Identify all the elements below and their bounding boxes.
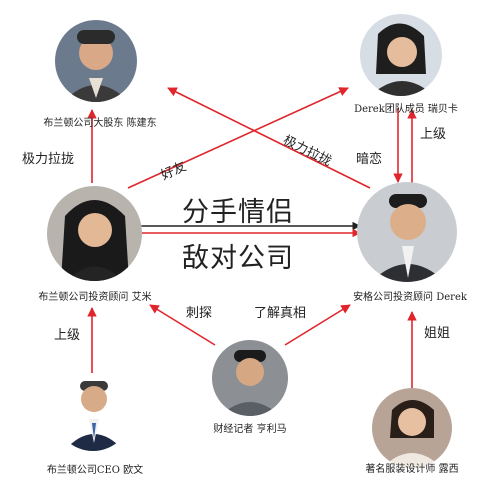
luxi-avatar <box>372 388 452 468</box>
derek-caption: 安格公司投资顾问 Derek <box>353 292 467 303</box>
ouwen-caption: 布兰顿公司CEO 欧文 <box>46 465 144 476</box>
heng-caption: 财经记者 亨利马 <box>213 424 287 435</box>
derek-avatar <box>357 182 457 282</box>
label-center-bottom: 敌对公司 <box>182 243 294 274</box>
chen-avatar <box>55 20 137 102</box>
label-center-top: 分手情侣 <box>182 197 294 228</box>
label-right-mid: 暗恋 <box>356 152 383 167</box>
label-sister: 姐姐 <box>424 326 451 341</box>
aimi-caption: 布兰顿公司投资顾问 艾米 <box>38 292 152 303</box>
heng-avatar <box>212 340 288 416</box>
arrow-heng-to-derek <box>284 304 351 346</box>
luxi-caption: 著名服装设计师 露西 <box>365 464 459 475</box>
aimi-avatar <box>47 186 142 281</box>
ruibeika-caption: Derek团队成员 瑞贝卡 <box>354 104 458 115</box>
label-learn: 了解真相 <box>254 306 307 321</box>
arrow-heng-to-aimi <box>149 304 216 346</box>
ouwen-avatar <box>54 373 132 451</box>
chen-caption: 布兰顿公司大股东 陈建东 <box>43 118 157 129</box>
label-spy: 刺探 <box>186 306 213 321</box>
ruibeika-avatar <box>360 14 442 96</box>
label-left-bottom: 上级 <box>54 328 81 343</box>
label-right-top: 上级 <box>420 127 447 142</box>
label-left-top: 极力拉拢 <box>22 152 75 167</box>
arrow-derek-to-chen <box>167 87 371 189</box>
arrow-aimi-to-ruibeika <box>127 87 349 189</box>
